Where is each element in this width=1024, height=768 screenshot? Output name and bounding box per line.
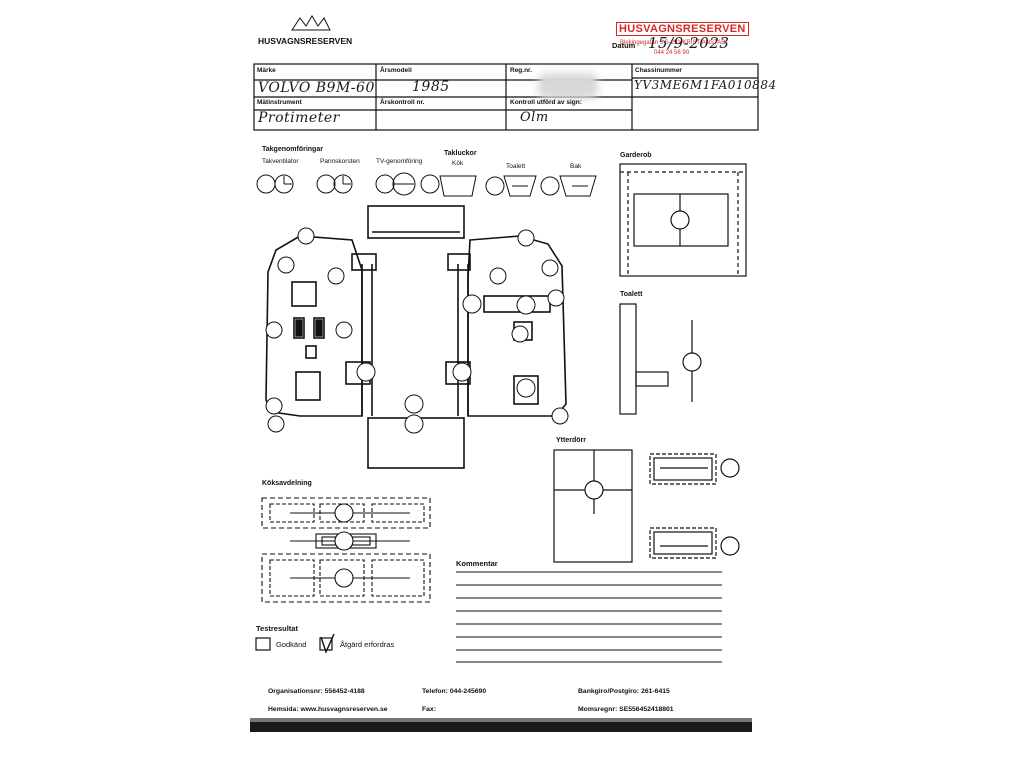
footer-fax: Fax: <box>422 706 436 713</box>
approved-checkbox[interactable] <box>255 637 271 651</box>
footer-bank: Bankgiro/Postgiro: 261-6415 <box>578 688 670 695</box>
toalett-label: Toalett <box>506 163 526 170</box>
marke-label: Märke <box>257 67 276 74</box>
floor-plan-fills <box>295 319 323 337</box>
matinstrument-label: Mätinstrument <box>257 99 302 106</box>
kommentar-label: Kommentar <box>456 559 498 568</box>
takluckor-label: Takluckor <box>444 150 477 157</box>
floor-plan-measure-points <box>265 227 569 434</box>
kontroll-signature: Olm <box>520 110 549 125</box>
tv-genomforing-label: TV-genomföring <box>376 158 423 165</box>
pannskorsten-label: Pannskorsten <box>320 158 360 165</box>
toilet-drawing <box>619 303 702 415</box>
approved-label: Godkänd <box>276 640 307 649</box>
stamp-phone: 044 24 56 90 <box>654 50 690 56</box>
toalett-section-label: Toalett <box>620 291 643 298</box>
brand-name: HUSVAGNSRESERVEN <box>258 36 353 46</box>
regnr-redacted <box>538 73 598 99</box>
datum-value: 15/9-2023 <box>648 34 730 52</box>
roof-vent-icons <box>256 172 597 197</box>
arskontroll-label: Årskontroll nr. <box>380 99 425 106</box>
kok-label: Kök <box>452 160 464 167</box>
action-label: Åtgärd erfordras <box>340 640 395 649</box>
datum-label: Datum <box>612 41 636 50</box>
bak-label: Bak <box>570 163 582 170</box>
footer-org: Organisationsnr: 556452-4188 <box>268 688 365 695</box>
crest-logo <box>291 15 331 31</box>
arsmodell-label: Årsmodell <box>380 67 412 74</box>
company-stamp: HUSVAGNSRESERVEN Blekingegatan 5 S-291 K… <box>614 22 749 64</box>
ytterdorr-label: Ytterdörr <box>556 437 586 444</box>
koksavdelning-label: Köksavdelning <box>262 480 312 487</box>
garderob-label: Garderob <box>620 152 652 159</box>
marke-value: VOLVO B9M-60 <box>258 80 375 96</box>
matinstrument-value: Protimeter <box>258 110 340 126</box>
chassi-value: YV3ME6M1FA010884 <box>634 78 777 92</box>
door-drawing <box>553 449 740 563</box>
floor-plan <box>265 205 567 469</box>
footer-vat: Momsregnr: SE556452418801 <box>578 706 674 713</box>
testresultat-label: Testresultat <box>256 624 298 633</box>
takgenomforingar-label: Takgenomföringar <box>262 146 323 153</box>
arsmodell-value: 1985 <box>412 79 450 95</box>
wardrobe-drawing <box>619 163 747 277</box>
footer-phone: Telefon: 044-245690 <box>422 688 487 695</box>
chassi-label: Chassinummer <box>635 67 682 74</box>
comment-lines <box>456 571 722 663</box>
regnr-label: Reg.nr. <box>510 67 533 74</box>
takventilator-label: Takventilator <box>262 158 299 165</box>
stamp-title: HUSVAGNSRESERVEN <box>616 22 749 36</box>
kitchen-drawing <box>261 497 431 603</box>
stamp-address: Blekingegatan 5 S-291 KRISTIANSTAD <box>620 40 726 46</box>
footer-website: Hemsida: www.husvagnsreserven.se <box>268 706 388 713</box>
kontroll-label: Kontroll utförd av sign: <box>510 99 582 106</box>
